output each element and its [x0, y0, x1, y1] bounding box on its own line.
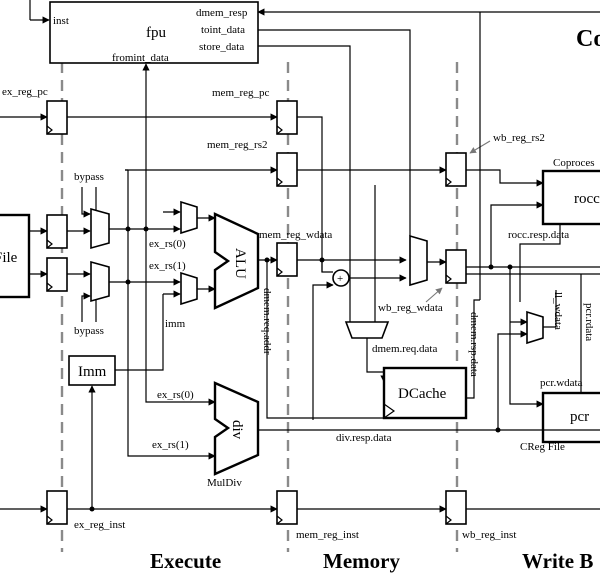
wire-mem-reg-pc-out: [297, 116, 323, 272]
mem-reg-pc-label: mem_reg_pc: [212, 87, 270, 99]
stage-label-memory: Memory: [323, 549, 400, 573]
pcr-wdata-label: pcr.wdata: [540, 377, 583, 389]
ex-reg-inst-register: [46, 490, 68, 525]
register-file-block: [0, 213, 31, 299]
alu-mux-a: [180, 200, 198, 235]
imm-block-label: Imm: [78, 364, 107, 380]
bypass-mux-rs1: [90, 260, 110, 303]
pcr-block: [541, 391, 600, 444]
div-ex-rs0-label: ex_rs(0): [157, 389, 194, 401]
wire-div-rs0: [145, 229, 216, 406]
wire-bypass-sel-top: [81, 187, 91, 218]
imm-label: imm: [165, 318, 186, 330]
imm-block: [68, 355, 116, 386]
div-label: div: [229, 420, 245, 440]
register-file-label: File: [0, 250, 18, 266]
wire-dmem-req-addr: [266, 260, 384, 419]
wire-ll-mux-in-b: [497, 330, 528, 340]
junction-ex-inst: [89, 506, 95, 512]
fpu-label: fpu: [146, 25, 166, 41]
rocc-block: [541, 169, 600, 226]
diagram-title: Co: [576, 26, 600, 52]
fpu-block: [49, 1, 259, 64]
ll-wdata-mux: [526, 310, 544, 345]
dmem-rsp-data-label: dmem.rsp.data: [468, 312, 480, 377]
mem-reg-inst-register: [276, 490, 298, 525]
fpu-store-data-label: store_data: [199, 41, 244, 53]
wire-imm-out: [115, 294, 164, 371]
fpu-fromint-data-label: fromint_data: [112, 52, 169, 64]
wb-data-mux: [409, 234, 428, 287]
muldiv-label: MulDiv: [207, 477, 242, 489]
wire-div-rs1: [127, 282, 216, 460]
wb-reg-wdata-pointer: [425, 287, 443, 303]
bypass-mux-rs0: [90, 207, 110, 250]
adder-symbol: +: [337, 273, 343, 285]
stage-label-writeback: Write B: [522, 549, 593, 573]
pcr-label: pcr: [570, 409, 589, 425]
fpu-toint-data-label: toint_data: [201, 24, 245, 36]
bypass-top-label: bypass: [74, 171, 104, 183]
alu-mux-b: [180, 271, 198, 306]
wire-ll-mux-out: [543, 290, 557, 328]
wire-rocc-resp: [519, 224, 561, 302]
bypass-bottom-label: bypass: [74, 325, 104, 337]
div-resp-data-label: div.resp.data: [336, 432, 392, 444]
wb-reg-inst-label: wb_reg_inst: [462, 529, 516, 541]
wire-wb-rs2-out: [466, 169, 544, 187]
wire-dmem-rsp-data: [466, 299, 480, 399]
wire-toint-data: [258, 29, 411, 180]
mem-reg-inst-label: mem_reg_inst: [296, 529, 359, 541]
fpu-inst-label: inst: [53, 15, 69, 27]
alu-label: ALU: [232, 248, 248, 279]
wb-reg-wdata-label: wb_reg_wdata: [378, 302, 443, 314]
alu-block: [213, 212, 260, 310]
ex-reg-inst-label: ex_reg_inst: [74, 519, 125, 531]
dmem-req-data-label: dmem.req.data: [372, 343, 437, 355]
wire-store-data: [258, 45, 351, 180]
mem-reg-wdata-label: mem_reg_wdata: [259, 229, 332, 241]
dcache-block: [382, 366, 468, 420]
wire-bypass-sel-bot: [81, 292, 91, 322]
ex-reg-pc-label: ex_reg_pc: [2, 86, 48, 98]
wb-reg-rs2-label: wb_reg_rs2: [493, 132, 545, 144]
register-clock-marks: [46, 125, 452, 525]
coprocessor-label: Coproces: [553, 157, 595, 169]
ll-wdata-label: ll_wdata: [552, 292, 564, 330]
wire-rocc-in: [490, 201, 544, 267]
stage-label-execute: Execute: [150, 549, 221, 573]
rocc-label: rocc: [574, 191, 600, 207]
creg-file-label: CReg File: [520, 441, 565, 453]
store-data-mux: [344, 321, 390, 339]
ex-rs1-label: ex_rs(1): [149, 260, 186, 272]
div-ex-rs1-label: ex_rs(1): [152, 439, 189, 451]
ex-rs0-label: ex_rs(0): [149, 238, 186, 250]
dcache-label: DCache: [398, 386, 447, 402]
wire-div-to-adder: [312, 281, 334, 420]
wire-wdata-adder: [321, 260, 333, 273]
pcr-rdata-label: pcr.rdata: [583, 303, 595, 341]
rocc-resp-data-label: rocc.resp.data: [508, 229, 569, 241]
fpu-dmem-resp-label: dmem_resp: [196, 7, 248, 19]
wire-pcr-wdata: [509, 267, 544, 408]
dcache-clock-symbol: [383, 402, 396, 420]
mem-reg-rs2-label: mem_reg_rs2: [207, 139, 267, 151]
junction-div-resp: [495, 427, 501, 433]
dmem-req-addr-label: dmem.req.addr: [261, 288, 273, 355]
wb-reg-inst-register: [445, 490, 467, 525]
